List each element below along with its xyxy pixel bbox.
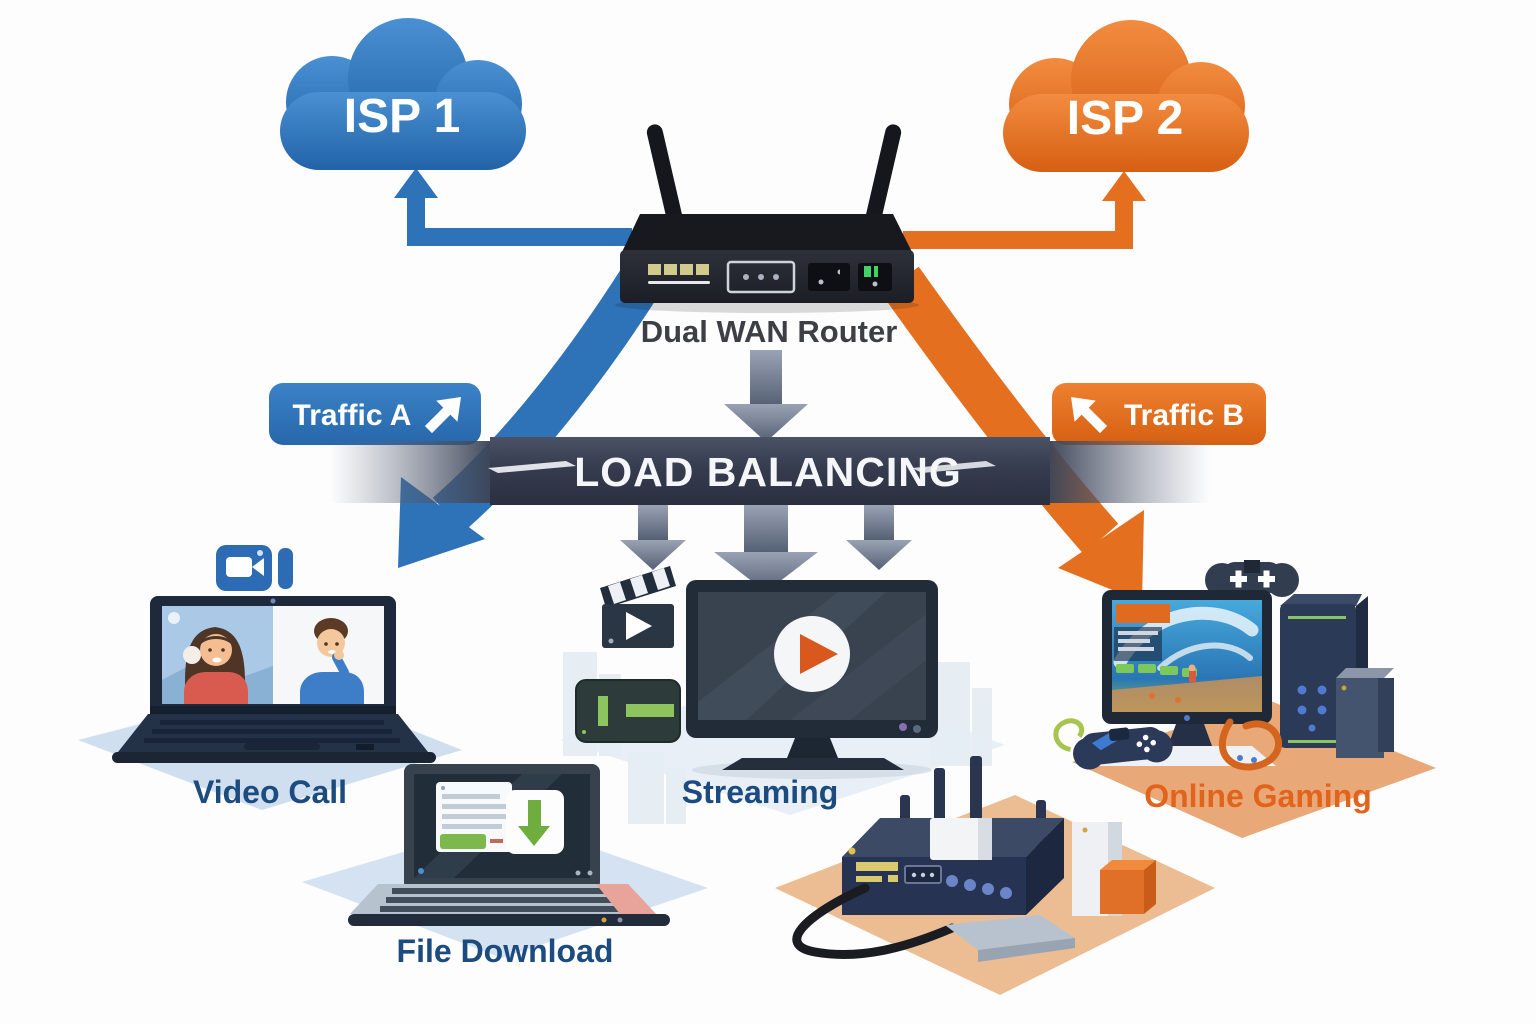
load-balancing-label: LOAD BALANCING xyxy=(574,449,962,495)
file-download-laptop xyxy=(348,764,670,926)
router-front-panel xyxy=(648,260,892,294)
play-icon xyxy=(774,616,850,692)
gamepad-icon xyxy=(1205,560,1299,597)
ne-arrow-icon xyxy=(424,397,461,434)
isp1-label: ISP 1 xyxy=(344,90,461,143)
video-call-laptop xyxy=(112,596,436,763)
online-gaming-label: Online Gaming xyxy=(1144,778,1372,814)
modem-front-panel xyxy=(856,862,1012,899)
white-tower xyxy=(1072,822,1156,916)
streaming-label: Streaming xyxy=(682,774,838,810)
router-label: Dual WAN Router xyxy=(641,314,898,349)
isp1-cloud: ISP 1 xyxy=(280,18,526,170)
clapperboard-icon xyxy=(600,566,676,648)
video-camera-icon xyxy=(216,545,293,591)
traffic-a-badge: Traffic A xyxy=(269,383,481,445)
gamepad-icon-2 xyxy=(1053,718,1173,770)
streaming-monitor xyxy=(686,580,938,779)
caller-woman xyxy=(183,627,248,704)
traffic-b-badge: Traffic B xyxy=(1052,383,1266,445)
file-download-cluster: File Download xyxy=(302,764,708,969)
modem-cluster xyxy=(775,756,1215,995)
isp2-link-arrow xyxy=(903,171,1146,249)
orange-cable xyxy=(1219,718,1283,771)
small-tower xyxy=(1336,668,1394,758)
video-call-cluster: Video Call xyxy=(78,545,462,810)
online-gaming-cluster: Online Gaming xyxy=(1053,560,1436,838)
caller-man xyxy=(300,618,364,704)
gaming-monitor xyxy=(1094,590,1276,766)
traffic-a-label: Traffic A xyxy=(293,399,412,432)
modem-top-box xyxy=(930,818,992,860)
modem-cable xyxy=(792,883,957,959)
dual-wan-router: Dual WAN Router xyxy=(615,124,919,349)
download-icon xyxy=(506,790,564,854)
lb-output-arrows xyxy=(620,505,912,592)
router-to-lb-arrow xyxy=(724,350,808,442)
isp2-label: ISP 2 xyxy=(1067,92,1184,145)
media-box xyxy=(575,679,681,743)
isp1-link-arrow xyxy=(394,168,632,246)
file-download-label: File Download xyxy=(397,933,614,969)
gray-slab xyxy=(945,915,1075,962)
nw-arrow-icon xyxy=(1071,397,1108,434)
traffic-b-label: Traffic B xyxy=(1124,399,1244,432)
isp2-cloud: ISP 2 xyxy=(1003,20,1249,172)
load-balancing-banner: LOAD BALANCING xyxy=(330,437,1210,505)
video-call-label: Video Call xyxy=(193,774,347,810)
streaming-cluster: Streaming xyxy=(560,566,1005,815)
traffic-b-curve-arrow xyxy=(881,266,1144,602)
